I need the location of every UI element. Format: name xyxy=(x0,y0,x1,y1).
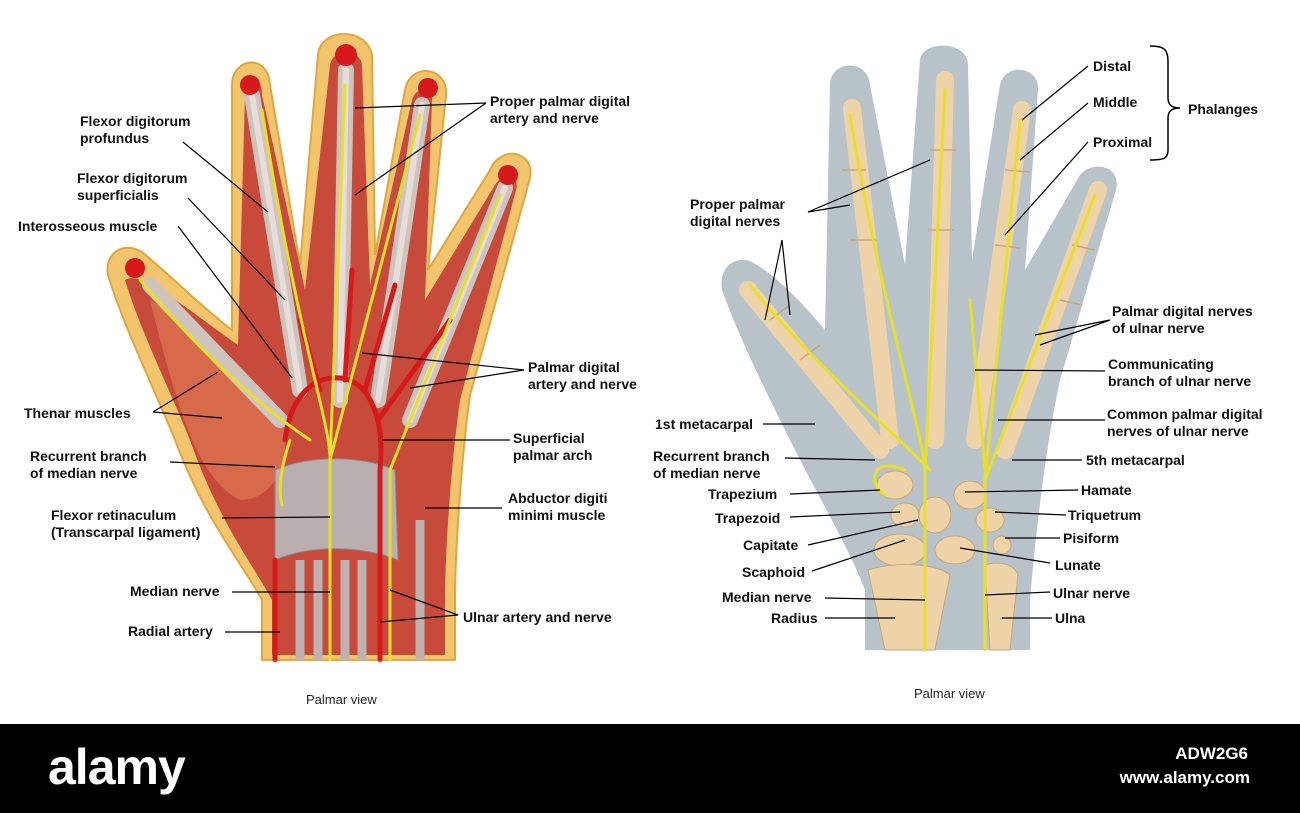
label-retinaculum-1: Flexor retinaculum xyxy=(51,507,176,523)
label-recurrent-right-2: of median nerve xyxy=(653,465,761,481)
left-hand-illustration xyxy=(106,33,532,670)
label-ulna: Ulna xyxy=(1055,610,1086,626)
label-superficial-2: palmar arch xyxy=(513,447,592,463)
label-fifth-metacarpal: 5th metacarpal xyxy=(1086,452,1185,468)
label-scaphoid: Scaphoid xyxy=(742,564,805,580)
label-fds-2: superficialis xyxy=(77,187,159,203)
label-abductor-1: Abductor digiti xyxy=(508,490,608,506)
fingertip-caps xyxy=(125,44,518,278)
right-labels: Distal Middle Proximal Phalanges Proper … xyxy=(653,58,1263,626)
label-trapezium: Trapezium xyxy=(708,486,777,502)
label-recurrent-2: of median nerve xyxy=(30,465,138,481)
right-caption: Palmar view xyxy=(914,686,985,701)
label-fdp-2: profundus xyxy=(80,130,149,146)
label-recurrent-1: Recurrent branch xyxy=(30,448,147,464)
label-capitate: Capitate xyxy=(743,537,798,553)
label-middle: Middle xyxy=(1093,94,1138,110)
image-id: ADW2G6 xyxy=(1175,744,1248,763)
label-proximal: Proximal xyxy=(1093,134,1152,150)
label-ulnar-nerve: Ulnar nerve xyxy=(1053,585,1130,601)
label-palmar-1: Palmar digital xyxy=(528,359,620,375)
label-proper-nerves-1: Proper palmar xyxy=(690,196,785,212)
label-palmar-2: artery and nerve xyxy=(528,376,637,392)
label-median-nerve-right: Median nerve xyxy=(722,589,812,605)
label-proper-2: artery and nerve xyxy=(490,110,599,126)
label-communicating-2: branch of ulnar nerve xyxy=(1108,373,1251,389)
nerves xyxy=(138,83,502,662)
label-hamate: Hamate xyxy=(1081,482,1132,498)
right-leader-lines xyxy=(763,65,1111,619)
label-recurrent-right-1: Recurrent branch xyxy=(653,448,770,464)
anatomy-diagram: Flexor digitorum profundus Flexor digito… xyxy=(18,33,1263,707)
label-common-2: nerves of ulnar nerve xyxy=(1107,423,1249,439)
label-first-metacarpal: 1st metacarpal xyxy=(655,416,753,432)
site-url: www.alamy.com xyxy=(1119,768,1250,787)
label-median-nerve-left: Median nerve xyxy=(130,583,220,599)
label-interosseous: Interosseous muscle xyxy=(18,218,157,234)
label-palmar-ulnar-1: Palmar digital nerves xyxy=(1112,303,1253,319)
label-pisiform: Pisiform xyxy=(1063,530,1119,546)
label-fds-1: Flexor digitorum xyxy=(77,170,187,186)
flexor-retinaculum-shape xyxy=(274,458,399,561)
forearm-bones xyxy=(867,562,1019,651)
thenar-muscle-shape xyxy=(150,300,286,500)
arteries xyxy=(272,267,453,663)
left-caption: Palmar view xyxy=(306,692,377,707)
left-labels: Flexor digitorum profundus Flexor digito… xyxy=(18,93,637,639)
carpal-bones xyxy=(873,470,1012,567)
watermark-bar: alamy ADW2G6 www.alamy.com xyxy=(0,724,1300,813)
right-hand-illustration xyxy=(721,45,1117,652)
label-proper-1: Proper palmar digital xyxy=(490,93,630,109)
label-distal: Distal xyxy=(1093,58,1131,74)
phalanges-bracket xyxy=(1149,45,1181,161)
brand-logo: alamy xyxy=(48,739,186,795)
label-lunate: Lunate xyxy=(1055,557,1101,573)
label-phalanges: Phalanges xyxy=(1188,101,1258,117)
label-ulnar-artery-nerve: Ulnar artery and nerve xyxy=(463,609,612,625)
label-palmar-ulnar-2: of ulnar nerve xyxy=(1112,320,1205,336)
label-radius: Radius xyxy=(771,610,818,626)
label-radial-artery: Radial artery xyxy=(128,623,213,639)
label-triquetrum: Triquetrum xyxy=(1068,507,1141,523)
label-common-1: Common palmar digital xyxy=(1107,406,1263,422)
left-leader-lines xyxy=(152,102,525,633)
label-thenar: Thenar muscles xyxy=(24,405,131,421)
label-proper-nerves-2: digital nerves xyxy=(690,213,780,229)
label-retinaculum-2: (Transcarpal ligament) xyxy=(51,524,200,540)
left-hand-muscle xyxy=(125,52,517,655)
label-fdp-1: Flexor digitorum xyxy=(80,113,190,129)
label-abductor-2: minimi muscle xyxy=(508,507,605,523)
label-superficial-1: Superficial xyxy=(513,430,585,446)
label-trapezoid: Trapezoid xyxy=(715,510,780,526)
skeleton-nerves xyxy=(748,88,1097,652)
label-communicating-1: Communicating xyxy=(1108,356,1214,372)
